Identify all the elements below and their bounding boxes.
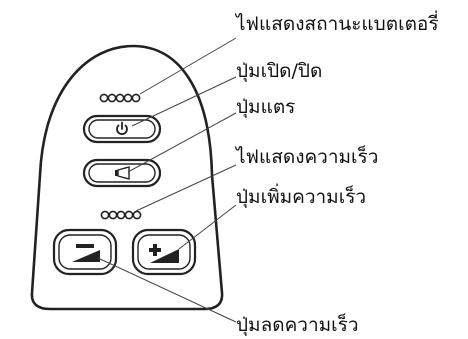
speed-down-button[interactable] (52, 228, 118, 276)
battery-led (99, 93, 109, 103)
label-speed-down-button: ปุ่มลดความเร็ว (236, 312, 359, 337)
label-speed-up-button: ปุ่มเพิ่มความเร็ว (236, 183, 366, 209)
horn-icon (115, 166, 130, 180)
label-speed-indicator: ไฟแสดงความเร็ว (234, 144, 378, 168)
battery-led (107, 93, 117, 103)
speed-up-icon (149, 244, 179, 263)
leader-speed-up (178, 204, 237, 250)
speed-indicator-leds (100, 210, 142, 220)
speed-led (132, 210, 142, 220)
speed-up-button[interactable] (131, 228, 197, 276)
label-battery-indicator: ไฟแสดงสถานะแบตเตอรี่ (234, 10, 439, 35)
label-horn-button: ปุ่มแตร (236, 96, 295, 119)
battery-led (131, 93, 141, 103)
leader-power (131, 76, 237, 127)
leader-battery (139, 37, 237, 95)
speed-down-icon (72, 244, 100, 262)
speed-led (108, 210, 118, 220)
battery-led (115, 93, 125, 103)
speed-led (100, 210, 110, 220)
speed-led (124, 210, 134, 220)
speed-led (116, 210, 126, 220)
leader-speed-indicator (135, 164, 237, 212)
horn-button[interactable] (82, 158, 162, 188)
battery-indicator-leds (99, 93, 141, 103)
battery-led (123, 93, 133, 103)
label-power-button: ปุ่มเปิด/ปิด (236, 60, 322, 83)
leader-horn (127, 112, 237, 173)
power-icon (116, 121, 128, 135)
power-button[interactable] (82, 114, 162, 144)
leader-speed-down (97, 257, 237, 323)
